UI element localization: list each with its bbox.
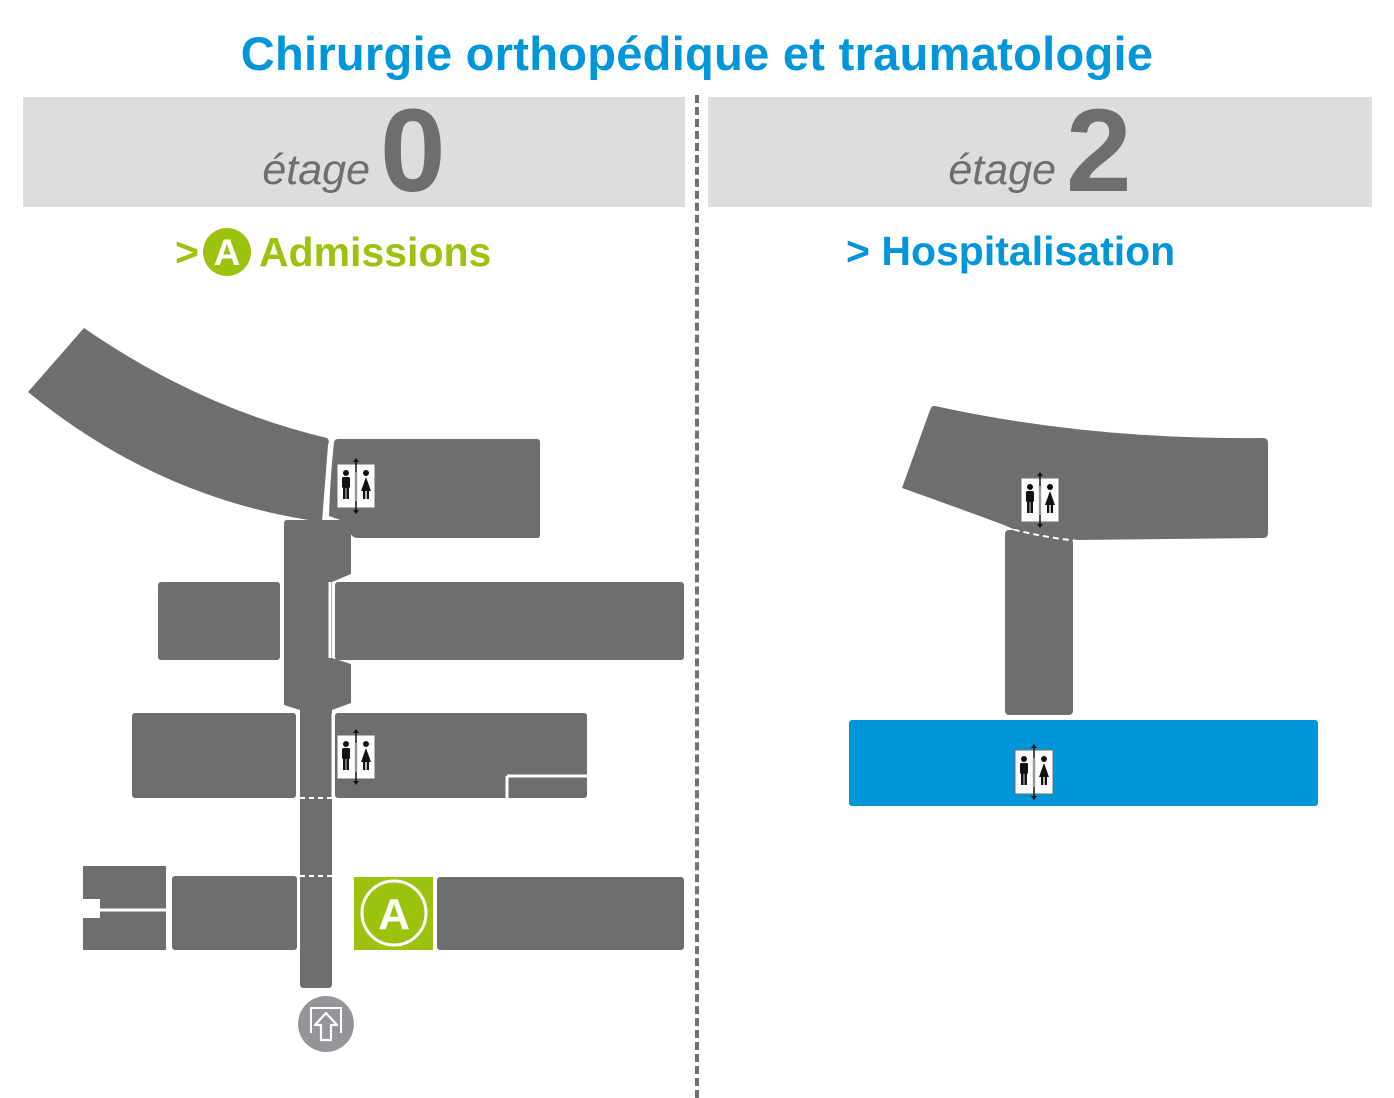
admissions-prefix: >: [175, 228, 199, 275]
floor-0-word: étage: [262, 146, 370, 194]
corridor-vertical: [1005, 530, 1073, 715]
building-block-row2-right: [335, 582, 684, 660]
building-block-row4-left: [172, 876, 297, 950]
admissions-label: Admissions: [258, 228, 492, 275]
building-block-upper-right: [329, 439, 540, 538]
building-block-row3-left: [132, 713, 296, 798]
restroom-icon: [1019, 470, 1061, 530]
floor-divider: [695, 95, 699, 1098]
floor-2-header: étage 2: [708, 85, 1372, 217]
floor-2-number: 2: [1065, 85, 1132, 217]
restroom-icon: [335, 456, 377, 516]
floor-0-outlines: [84, 582, 587, 950]
corridor-spine: [284, 520, 351, 988]
admissions-badge: A: [202, 228, 251, 276]
floor-0-dashed-links: [300, 797, 352, 877]
hospitalisation-label: Hospitalisation: [881, 228, 1176, 274]
admissions-block: A: [354, 877, 433, 950]
admissions-heading: > A Admissions: [175, 228, 491, 276]
restroom-icon: [1013, 742, 1055, 802]
building-wing-top: [902, 405, 1268, 540]
hospitalisation-block: [849, 720, 1318, 806]
admissions-marker-text: A: [378, 890, 410, 939]
hospitalisation-heading: > Hospitalisation: [846, 228, 1175, 275]
floor-0-number: 0: [379, 85, 446, 217]
floor-2-plan: [902, 405, 1268, 715]
building-block-row2-left: [158, 582, 280, 660]
restroom-icon: [335, 727, 377, 787]
floor-2-word: étage: [948, 146, 1056, 194]
building-block-row4-far-left: [83, 866, 166, 950]
page-title: Chirurgie orthopédique et traumatologie: [240, 27, 1154, 80]
building-wing-curved: [28, 328, 329, 522]
entrance-arrow-icon: [298, 996, 354, 1052]
floor-0-header: étage 0: [23, 85, 685, 217]
building-block-row4-right: [437, 877, 684, 950]
hospitalisation-prefix: >: [846, 228, 882, 274]
